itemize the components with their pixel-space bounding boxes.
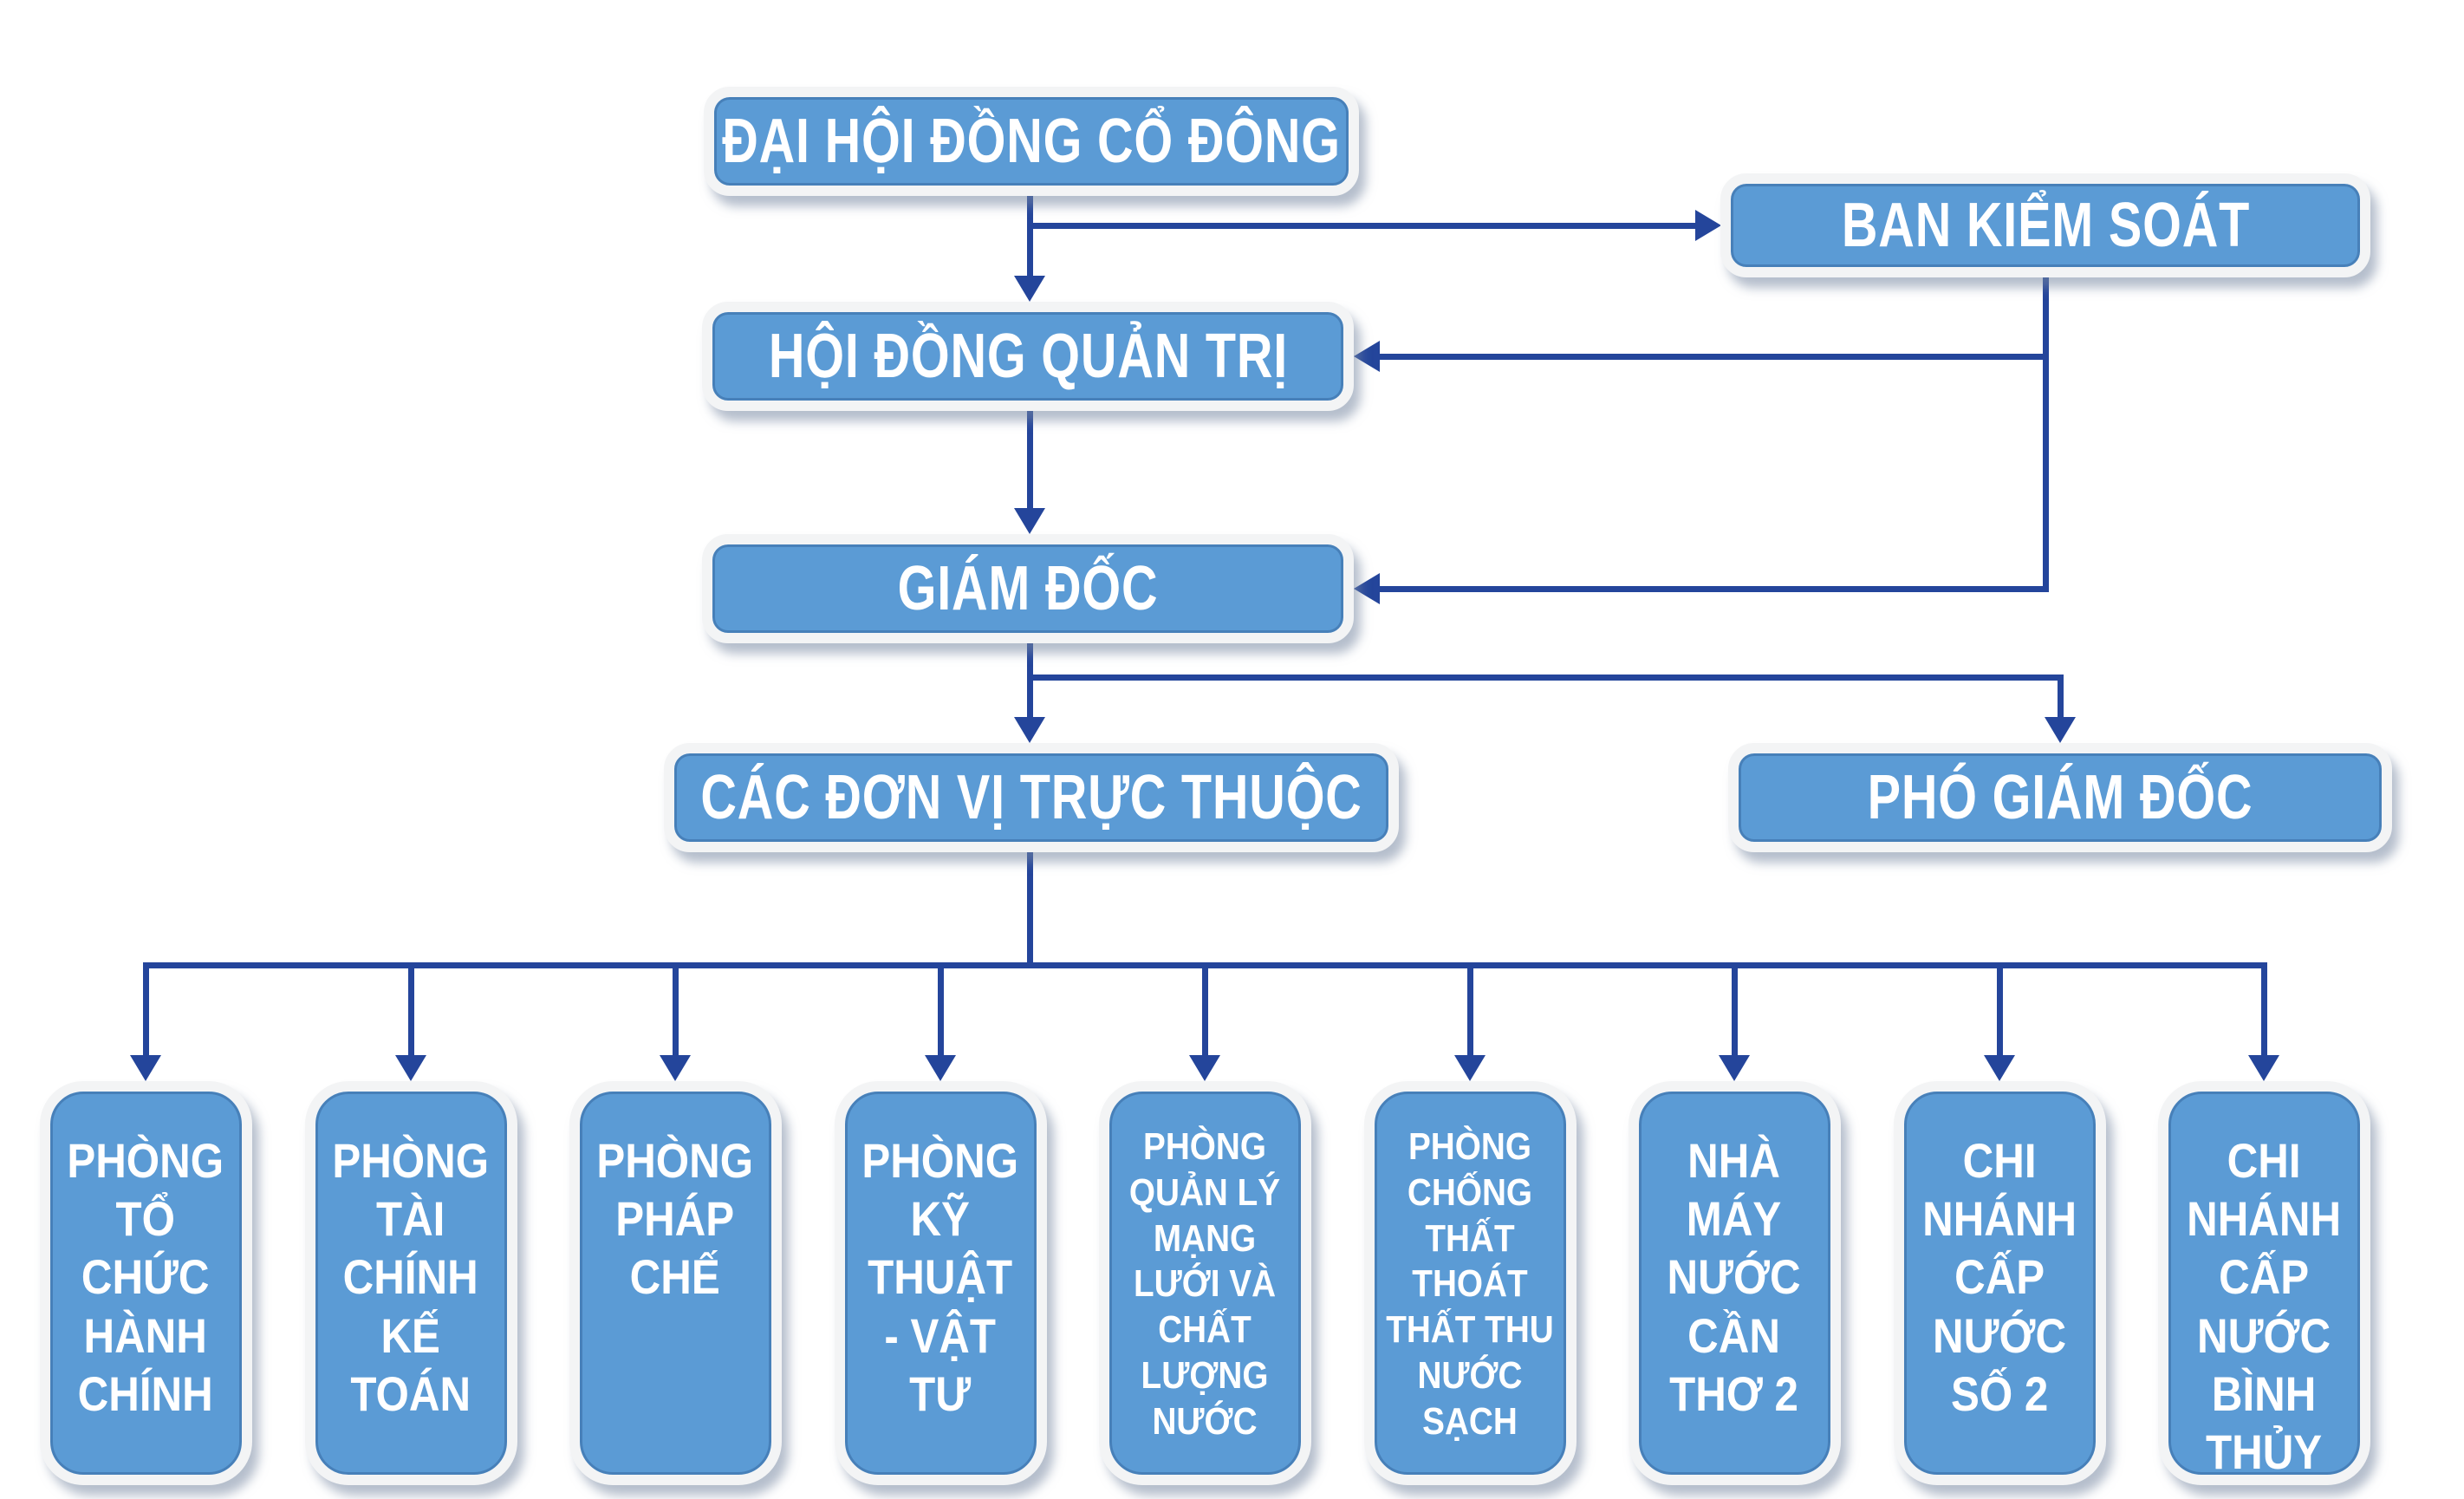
- arrowhead-dept-6: [1454, 1055, 1486, 1081]
- connector-director-to-deputy: [1026, 674, 2064, 681]
- arrowhead-supervisory-left: [1695, 210, 1721, 241]
- dept-nha-may-nuoc-can-tho-2: NHÀ MÁY NƯỚC CẦN THƠ 2: [1628, 1081, 1841, 1485]
- node-label: CHI NHÁNH CẤP NƯỚC SỐ 2: [1922, 1133, 2077, 1421]
- connector-stub-4: [937, 962, 944, 1055]
- arrowhead-dept-3: [660, 1055, 691, 1081]
- connector-shareholders-down: [1026, 196, 1033, 276]
- node-director: GIÁM ĐỐC: [702, 534, 1354, 643]
- node-subordinate-units: CÁC ĐƠN VỊ TRỰC THUỘC: [664, 743, 1399, 852]
- node-deputy-director: PHÓ GIÁM ĐỐC: [1728, 743, 2392, 852]
- arrowhead-dept-1: [130, 1055, 161, 1081]
- node-label: PHÒNG TỔ CHỨC HÀNH CHÍNH: [67, 1133, 224, 1421]
- dept-chi-nhanh-cap-nuoc-so-2: CHI NHÁNH CẤP NƯỚC SỐ 2: [1893, 1081, 2106, 1485]
- dept-phap-che: PHÒNG PHÁP CHẾ: [569, 1081, 782, 1485]
- dept-quan-ly-mang-luoi-chat-luong-nuoc: PHÒNG QUẢN LÝ MẠNG LƯỚI VÀ CHẤT LƯỢNG NƯ…: [1098, 1081, 1311, 1485]
- connector-stub-8: [1996, 962, 2003, 1055]
- connector-supervisory-down: [2042, 277, 2049, 592]
- node-supervisory-board: BAN KIỂM SOÁT: [1720, 173, 2370, 277]
- node-label: PHÓ GIÁM ĐỐC: [1867, 763, 2253, 832]
- connector-stub-1: [142, 962, 149, 1055]
- node-shareholders-meeting: ĐẠI HỘI ĐỒNG CỔ ĐÔNG: [704, 87, 1359, 196]
- node-label: PHÒNG CHỐNG THẤT THOÁT THẤT THU NƯỚC SẠC…: [1386, 1125, 1554, 1443]
- connector-stub-2: [407, 962, 414, 1055]
- arrowhead-units-top: [1014, 717, 1045, 743]
- connector-director-to-units: [1026, 643, 1033, 717]
- dept-to-chuc-hanh-chinh: PHÒNG TỔ CHỨC HÀNH CHÍNH: [39, 1081, 252, 1485]
- connector-shareholders-to-supervisory: [1026, 222, 1696, 229]
- connector-stub-5: [1201, 962, 1208, 1055]
- connector-stub-3: [672, 962, 679, 1055]
- arrowhead-deputy-top: [2045, 717, 2076, 743]
- connector-supervisory-to-board: [1380, 353, 2043, 360]
- node-label: CÁC ĐƠN VỊ TRỰC THUỘC: [700, 763, 1362, 832]
- arrowhead-board-top: [1014, 276, 1045, 302]
- node-board-of-management: HỘI ĐỒNG QUẢN TRỊ: [702, 302, 1354, 411]
- node-label: PHÒNG TÀI CHÍNH KẾ TOÁN: [332, 1133, 490, 1421]
- node-label: GIÁM ĐỐC: [897, 554, 1159, 623]
- arrowhead-director-right: [1354, 573, 1380, 604]
- arrowhead-dept-4: [925, 1055, 956, 1081]
- arrowhead-director-top: [1014, 508, 1045, 534]
- connector-board-to-director: [1026, 411, 1033, 508]
- arrowhead-board-right: [1354, 341, 1380, 372]
- dept-ky-thuat-vat-tu: PHÒNG KỸ THUẬT - VẬT TƯ: [834, 1081, 1047, 1485]
- node-label: PHÒNG KỸ THUẬT - VẬT TƯ: [861, 1133, 1019, 1421]
- arrowhead-dept-7: [1719, 1055, 1750, 1081]
- arrowhead-dept-9: [2248, 1055, 2279, 1081]
- connector-stub-9: [2260, 962, 2267, 1055]
- arrowhead-dept-2: [395, 1055, 426, 1081]
- node-label: NHÀ MÁY NƯỚC CẦN THƠ 2: [1667, 1133, 1802, 1421]
- arrowhead-dept-5: [1189, 1055, 1220, 1081]
- connector-stub-6: [1466, 962, 1473, 1055]
- node-label: PHÒNG QUẢN LÝ MẠNG LƯỚI VÀ CHẤT LƯỢNG NƯ…: [1128, 1125, 1281, 1443]
- dept-chong-that-thoat-that-thu-nuoc-sach: PHÒNG CHỐNG THẤT THOÁT THẤT THU NƯỚC SẠC…: [1363, 1081, 1577, 1485]
- node-label: PHÒNG PHÁP CHẾ: [596, 1133, 754, 1305]
- node-label: HỘI ĐỒNG QUẢN TRỊ: [768, 322, 1288, 391]
- node-label: ĐẠI HỘI ĐỒNG CỔ ĐÔNG: [722, 107, 1341, 176]
- node-label: CHI NHÁNH CẤP NƯỚC BÌNH THỦY: [2187, 1133, 2341, 1479]
- connector-units-to-bus: [1026, 852, 1033, 968]
- connector-stub-7: [1731, 962, 1738, 1055]
- arrowhead-dept-8: [1984, 1055, 2015, 1081]
- dept-tai-chinh-ke-toan: PHÒNG TÀI CHÍNH KẾ TOÁN: [304, 1081, 517, 1485]
- dept-chi-nhanh-cap-nuoc-binh-thuy: CHI NHÁNH CẤP NƯỚC BÌNH THỦY: [2157, 1081, 2370, 1485]
- connector-supervisory-to-director: [1380, 585, 2043, 592]
- node-label: BAN KIỂM SOÁT: [1841, 191, 2250, 260]
- connector-deputy-drop: [2057, 674, 2064, 718]
